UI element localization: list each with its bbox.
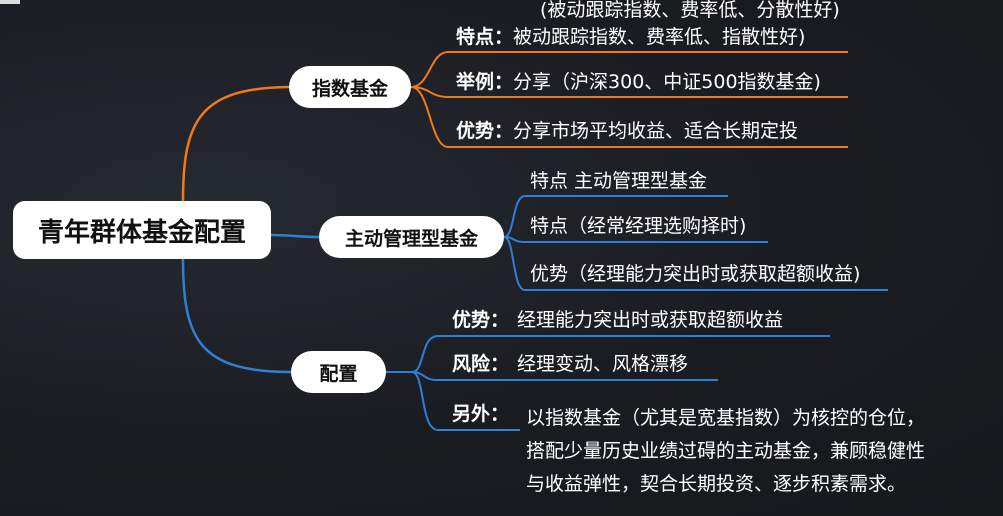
edge-index-1 xyxy=(410,51,848,88)
config-item-3-line-1: 以指数基金（尤其是宽基指数）为核控的仓位， xyxy=(526,407,926,429)
active-item-2: 特点（经常经理选购择时) xyxy=(530,215,747,237)
index-item-1: 特点：被动跟踪指数、费率低、指散性好) xyxy=(456,25,805,49)
node-active-fund: 主动管理型基金 xyxy=(319,216,504,258)
config-item-2: 风险： 经理变动、风格漂移 xyxy=(452,352,688,376)
index-item-1-text: 被动跟踪指数、费率低、指散性好) xyxy=(513,26,806,48)
config-item-1-text: 经理能力突出时或获取超额收益 xyxy=(517,309,784,331)
edge-root-active xyxy=(270,233,320,239)
edge-index-2 xyxy=(410,86,848,98)
edge-root-index xyxy=(181,85,290,202)
active-item-1: 特点 主动管理型基金 xyxy=(530,170,708,192)
config-item-2-key: 风险： xyxy=(452,353,510,375)
edge-active-3 xyxy=(503,236,888,291)
node-config: 配置 xyxy=(291,351,386,393)
index-item-2-key: 举例： xyxy=(456,71,514,93)
index-item-1-key: 特点： xyxy=(456,26,514,48)
edge-index-3 xyxy=(410,86,848,148)
index-item-3-key: 优势： xyxy=(456,120,514,142)
config-item-3-line-2: 搭配少量历史业绩过碍的主动基金，兼顾稳健性 xyxy=(526,440,926,462)
index-item-3-text: 分享市场平均收益、适合长期定投 xyxy=(513,120,799,142)
config-item-2-text: 经理变动、风格漂移 xyxy=(517,353,689,375)
index-item-2-text: 分享（沪深300、中证500指数基金) xyxy=(513,71,821,93)
edge-config-3 xyxy=(386,371,520,431)
config-item-1-key: 优势： xyxy=(452,309,510,331)
config-item-3-line-3: 与收益弹性，契合长期投资、逐步积素需求。 xyxy=(526,473,907,495)
corner-mark xyxy=(0,0,20,4)
index-item-2: 举例：分享（沪深300、中证500指数基金) xyxy=(456,70,821,94)
index-item-3: 优势：分享市场平均收益、适合长期定投 xyxy=(456,119,798,143)
active-item-3: 优势（经理能力突出时或获取超额收益) xyxy=(530,263,861,285)
edge-active-1 xyxy=(503,195,728,238)
node-index-fund: 指数基金 xyxy=(289,66,411,108)
index-header-note: (被动跟踪指数、费率低、分散性好) xyxy=(540,0,840,21)
config-item-3-key: 另外： xyxy=(452,403,510,425)
config-item-1: 优势： 经理能力突出时或获取超额收益 xyxy=(452,308,783,332)
root-node: 青年群体基金配置 xyxy=(13,201,271,259)
config-item-3-key-wrap: 另外： xyxy=(452,402,509,426)
config-item-3-text: 以指数基金（尤其是宽基指数）为核控的仓位， 搭配少量历史业绩过碍的主动基金，兼顾… xyxy=(526,402,925,501)
edge-root-config xyxy=(181,258,292,374)
